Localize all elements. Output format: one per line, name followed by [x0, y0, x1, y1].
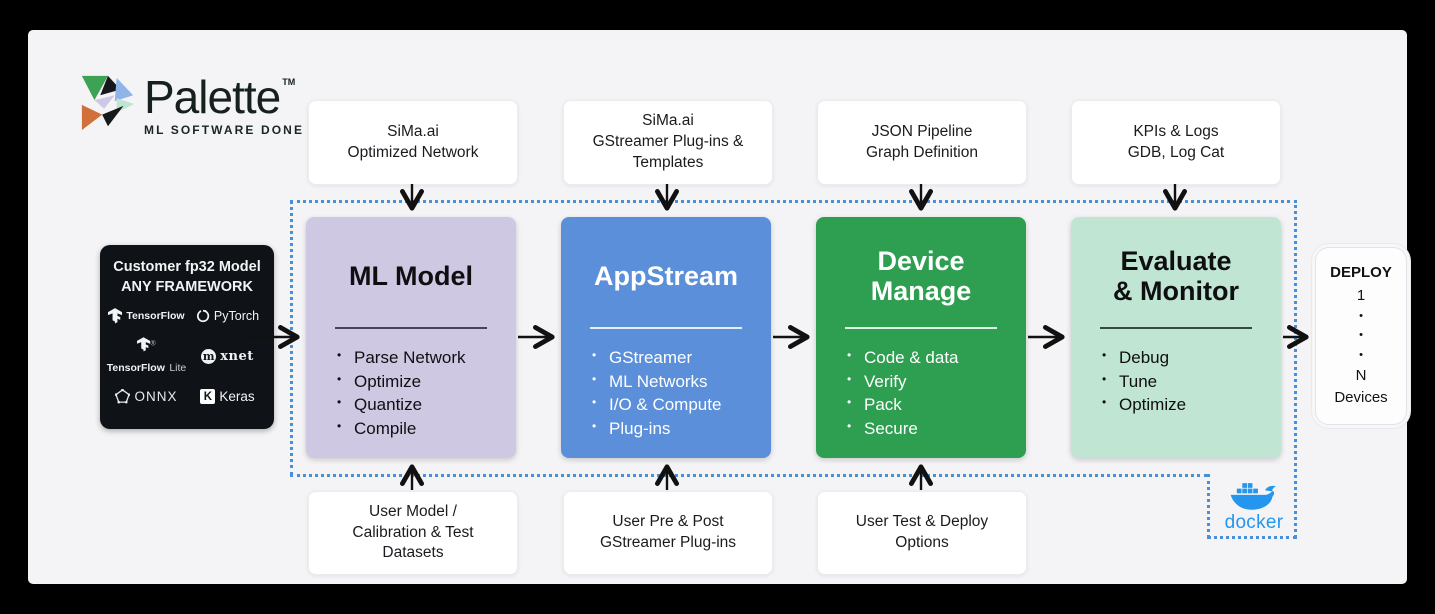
stage-bullet: Plug-ins [592, 417, 763, 441]
tensorflow-lite-suffix: Lite [169, 362, 187, 375]
tensorflow-lite-icon [137, 337, 151, 352]
stage-title: ML Model [349, 260, 473, 291]
framework-logo-grid: TensorFlow PyTorch ® [100, 308, 274, 405]
deploy-ellipsis-dot: • [1359, 310, 1363, 323]
docker-label: docker [1224, 512, 1284, 533]
stage-bullet: Code & data [847, 346, 1018, 370]
stage-evaluate-monitor: Evaluate & Monitor Debug Tune Optimize [1071, 217, 1281, 458]
input-box-json-pipeline: JSON Pipeline Graph Definition [817, 100, 1027, 185]
deploy-box: DEPLOY 1 • • • N Devices [1315, 247, 1407, 425]
mxnet-logo: m xnet [201, 349, 254, 365]
deploy-last-device: N [1355, 366, 1367, 384]
deploy-title: DEPLOY [1330, 264, 1392, 282]
pipeline-dotted-border-left [290, 200, 293, 476]
stage-bullet: Verify [847, 370, 1018, 394]
pytorch-icon [196, 309, 210, 323]
customer-model-title: Customer fp32 Model ANY FRAMEWORK [113, 259, 261, 295]
stage-separator [335, 327, 487, 329]
pipeline-dotted-border-top [290, 200, 1297, 203]
input-box-label: KPIs & Logs GDB, Log Cat [1127, 122, 1225, 161]
registered-symbol: ® [150, 340, 156, 348]
deploy-unit: Devices [1334, 389, 1388, 407]
mxnet-label: xnet [220, 349, 254, 365]
stage-bullet: Optimize [337, 370, 508, 394]
keras-label: Keras [219, 389, 255, 405]
stage-bullet: Pack [847, 393, 1018, 417]
input-box-user-gstreamer-plugins: User Pre & Post GStreamer Plug-ins [563, 491, 773, 575]
input-box-label: User Test & Deploy Options [855, 513, 989, 551]
stage-bullet-list: GStreamer ML Networks I/O & Compute Plug… [561, 346, 771, 441]
input-box-gstreamer-templates: SiMa.ai GStreamer Plug-ins & Templates [563, 100, 773, 185]
stage-bullet: Optimize [1102, 393, 1273, 417]
stage-bullet: Quantize [337, 393, 508, 417]
tensorflow-lite-logo: ® TensorFlow Lite [107, 337, 187, 376]
docker-pocket-border-left [1207, 474, 1210, 538]
stage-title: Evaluate & Monitor [1113, 245, 1239, 306]
palette-logo-icon [81, 75, 135, 131]
brand-text: Palette TM ML SOFTWARE DONE RIGHT [144, 74, 357, 137]
stage-separator [1100, 327, 1252, 329]
keras-logo: K Keras [200, 389, 255, 405]
diagram-panel: Palette TM ML SOFTWARE DONE RIGHT SiMa.a… [28, 30, 1407, 584]
stage-ml-model: ML Model Parse Network Optimize Quantize… [306, 217, 516, 458]
deploy-ellipsis-dot: • [1359, 329, 1363, 342]
keras-icon: K [200, 389, 216, 405]
onnx-label: ONNX [134, 389, 178, 405]
brand-tagline: ML SOFTWARE DONE RIGHT [144, 123, 358, 137]
customer-model-box: Customer fp32 Model ANY FRAMEWORK Tensor… [100, 245, 274, 429]
deploy-first-device: 1 [1356, 286, 1366, 304]
tensorflow-logo: TensorFlow [108, 308, 185, 324]
stage-device-manage: Device Manage Code & data Verify Pack Se… [816, 217, 1026, 458]
tensorflow-lite-icon-wrap: ® [137, 337, 156, 357]
docker-pocket-border-bottom [1207, 536, 1297, 539]
pipeline-dotted-border-bottom [290, 474, 1207, 477]
stage-bullet: Parse Network [337, 346, 508, 370]
input-box-user-test-deploy: User Test & Deploy Options [817, 491, 1027, 575]
stage-bullet: GStreamer [592, 346, 763, 370]
input-box-label: User Pre & Post GStreamer Plug-ins [599, 513, 737, 551]
stage-separator [590, 327, 742, 329]
input-box-optimized-network: SiMa.ai Optimized Network [308, 100, 518, 185]
pipeline-dotted-border-right [1294, 200, 1297, 538]
stage-bullet-list: Code & data Verify Pack Secure [816, 346, 1026, 441]
stage-title: Device Manage [870, 245, 972, 306]
input-box-user-model-datasets: User Model / Calibration & Test Datasets [308, 491, 518, 575]
tensorflow-label: TensorFlow [126, 310, 185, 323]
input-box-label: User Model / Calibration & Test Datasets [352, 502, 474, 562]
docker-logo: docker [1211, 476, 1297, 536]
stage-bullet: Tune [1102, 370, 1273, 394]
mxnet-icon: m [201, 349, 217, 365]
stage-bullet: Secure [847, 417, 1018, 441]
input-box-label: JSON Pipeline Graph Definition [865, 122, 978, 161]
palette-brand: Palette TM ML SOFTWARE DONE RIGHT [78, 74, 357, 137]
onnx-icon [115, 389, 131, 404]
stage-bullet-list: Debug Tune Optimize [1071, 346, 1281, 417]
stage-title: AppStream [593, 260, 739, 291]
stage-bullet-list: Parse Network Optimize Quantize Compile [306, 346, 516, 441]
deploy-ellipsis-dot: • [1359, 348, 1363, 361]
trademark-symbol: TM [282, 77, 296, 87]
docker-whale-icon [1230, 483, 1276, 510]
stage-bullet: I/O & Compute [592, 393, 763, 417]
stage-appstream: AppStream GStreamer ML Networks I/O & Co… [561, 217, 771, 458]
input-box-label: SiMa.ai Optimized Network [347, 122, 479, 161]
tensorflow-lite-label: TensorFlow [106, 362, 165, 375]
input-box-kpis-logs: KPIs & Logs GDB, Log Cat [1071, 100, 1281, 185]
stage-separator [845, 327, 997, 329]
brand-name: Palette [144, 71, 281, 123]
onnx-logo: ONNX [115, 389, 177, 404]
stage-bullet: ML Networks [592, 370, 763, 394]
tensorflow-icon [108, 308, 123, 324]
pytorch-logo: PyTorch [196, 308, 259, 324]
input-box-label: SiMa.ai GStreamer Plug-ins & Templates [592, 112, 744, 171]
stage-bullet: Debug [1102, 346, 1273, 370]
pytorch-label: PyTorch [213, 309, 260, 324]
tensorflow-lite-label-row: TensorFlow Lite [107, 358, 187, 376]
stage-bullet: Compile [337, 417, 508, 441]
